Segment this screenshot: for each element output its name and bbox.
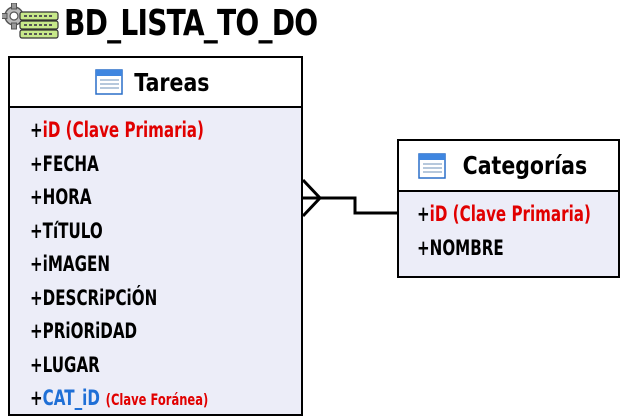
field-prioridad: +PRiORiDAD [30, 319, 138, 343]
entity-name: Categorías [462, 151, 587, 180]
entity-tareas[interactable]: Tareas +iD (Clave Primaria) +FECHA +HORA… [8, 56, 303, 416]
database-gear-icon [2, 3, 59, 39]
field-id: +iD (Clave Primaria) [30, 118, 204, 142]
field-lugar: +LUGAR [30, 352, 100, 377]
entity-categorias[interactable]: Categorías +iD (Clave Primaria) +NOMBRE [397, 139, 620, 278]
entity-header: Tareas [10, 58, 301, 108]
table-icon [417, 152, 446, 179]
field-list: +iD (Clave Primaria) +NOMBRE [399, 192, 618, 265]
entity-header: Categorías [399, 141, 618, 192]
field-nombre: +NOMBRE [417, 235, 504, 260]
field-titulo: +TíTULO [30, 218, 103, 243]
field-id: +iD (Clave Primaria) [417, 202, 591, 226]
field-imagen: +iMAGEN [30, 252, 111, 276]
diagram-title: BD_LISTA_TO_DO [64, 2, 318, 44]
field-fecha: +FECHA [30, 151, 99, 176]
field-list: +iD (Clave Primaria) +FECHA +HORA +TíTUL… [10, 108, 301, 416]
field-descripcion: +DESCRiPCiÓN [30, 285, 158, 310]
entity-name: Tareas [133, 67, 210, 97]
table-icon [94, 69, 123, 95]
field-hora: +HORA [30, 185, 92, 209]
field-cat-id: +CAT_iD(Clave Foránea) [30, 386, 209, 410]
diagram-header: BD_LISTA_TO_DO [2, 0, 389, 46]
